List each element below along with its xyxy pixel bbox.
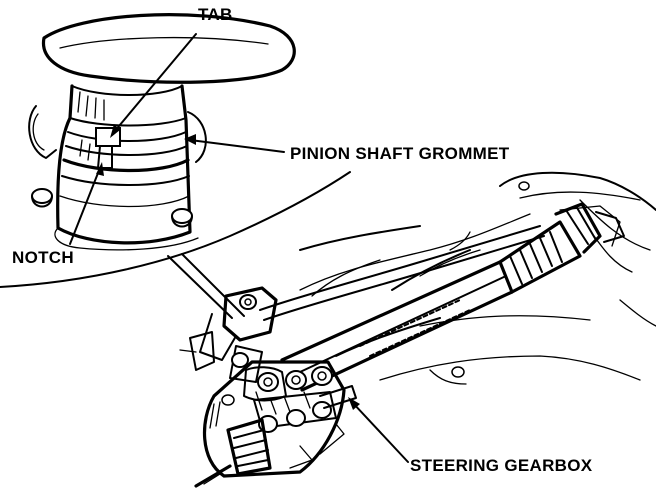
steering-gearbox-assembly [167, 171, 656, 488]
tab-label: TAB [198, 5, 233, 24]
pinion-valve-housing [202, 345, 357, 478]
grommet-detail-inset [0, 13, 351, 288]
notch-label: NOTCH [12, 248, 74, 267]
upper-mount-bracket [179, 286, 278, 371]
pinion-shaft-grommet-label: PINION SHAFT GROMMET [290, 144, 510, 163]
right-boot [498, 202, 625, 294]
steering-gearbox-label: STEERING GEARBOX [410, 456, 593, 475]
leader-lines [69, 33, 409, 463]
